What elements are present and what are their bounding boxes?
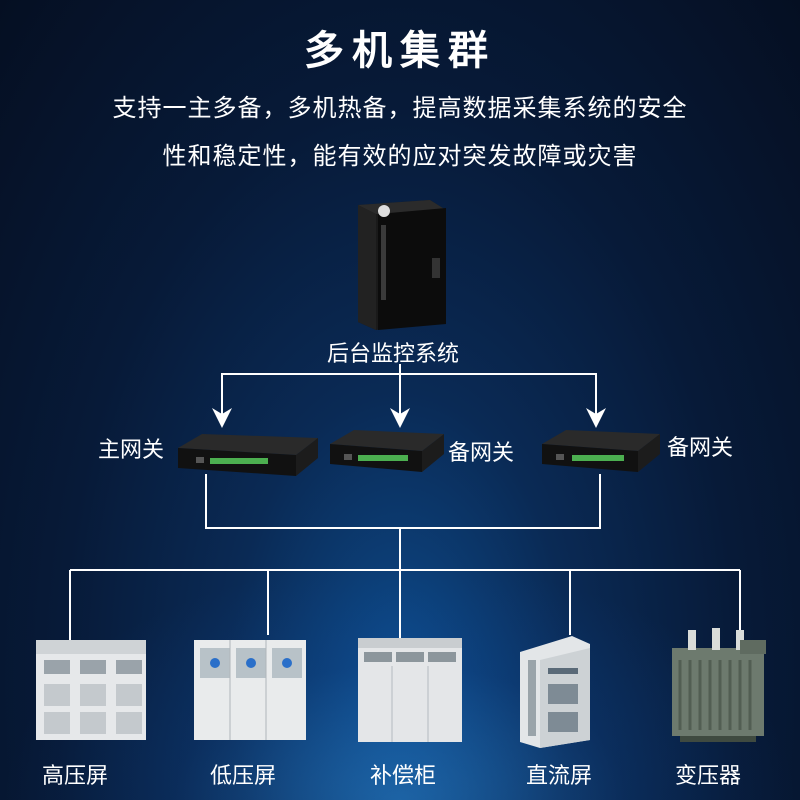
subtitle-line-2: 性和稳定性，能有效的应对突发故障或灾害 (162, 142, 638, 170)
gateway-equipment-wires (69, 474, 741, 640)
gateway-2-label: 备网关 (448, 441, 515, 466)
gateway-1-icon (178, 434, 318, 476)
equipment-label-dc-panel: 直流屏 (525, 764, 592, 789)
dc-panel-icon (520, 636, 590, 748)
high-voltage-cabinet-icon (36, 640, 146, 740)
tower-server-icon (358, 200, 446, 330)
equipment-label-transformer: 变压器 (674, 764, 741, 789)
gateway-3-label: 备网关 (667, 436, 734, 461)
low-voltage-cabinet-icon (194, 640, 306, 740)
gateway-3-icon (542, 430, 660, 472)
page-title: 多机集群 (304, 28, 496, 74)
transformer-icon (672, 628, 766, 742)
equipment-label-low-voltage: 低压屏 (209, 764, 276, 789)
equipment-label-compensation: 补偿柜 (369, 764, 436, 789)
server-gateway-wires (212, 364, 606, 428)
gateway-2-icon (330, 430, 444, 472)
gateway-1-label: 主网关 (98, 438, 165, 463)
subtitle-line-1: 支持一主多备，多机热备，提高数据采集系统的安全 (112, 94, 688, 122)
equipment-label-high-voltage: 高压屏 (41, 764, 108, 789)
server-label: 后台监控系统 (327, 342, 460, 367)
compensation-cabinet-icon (358, 638, 462, 742)
